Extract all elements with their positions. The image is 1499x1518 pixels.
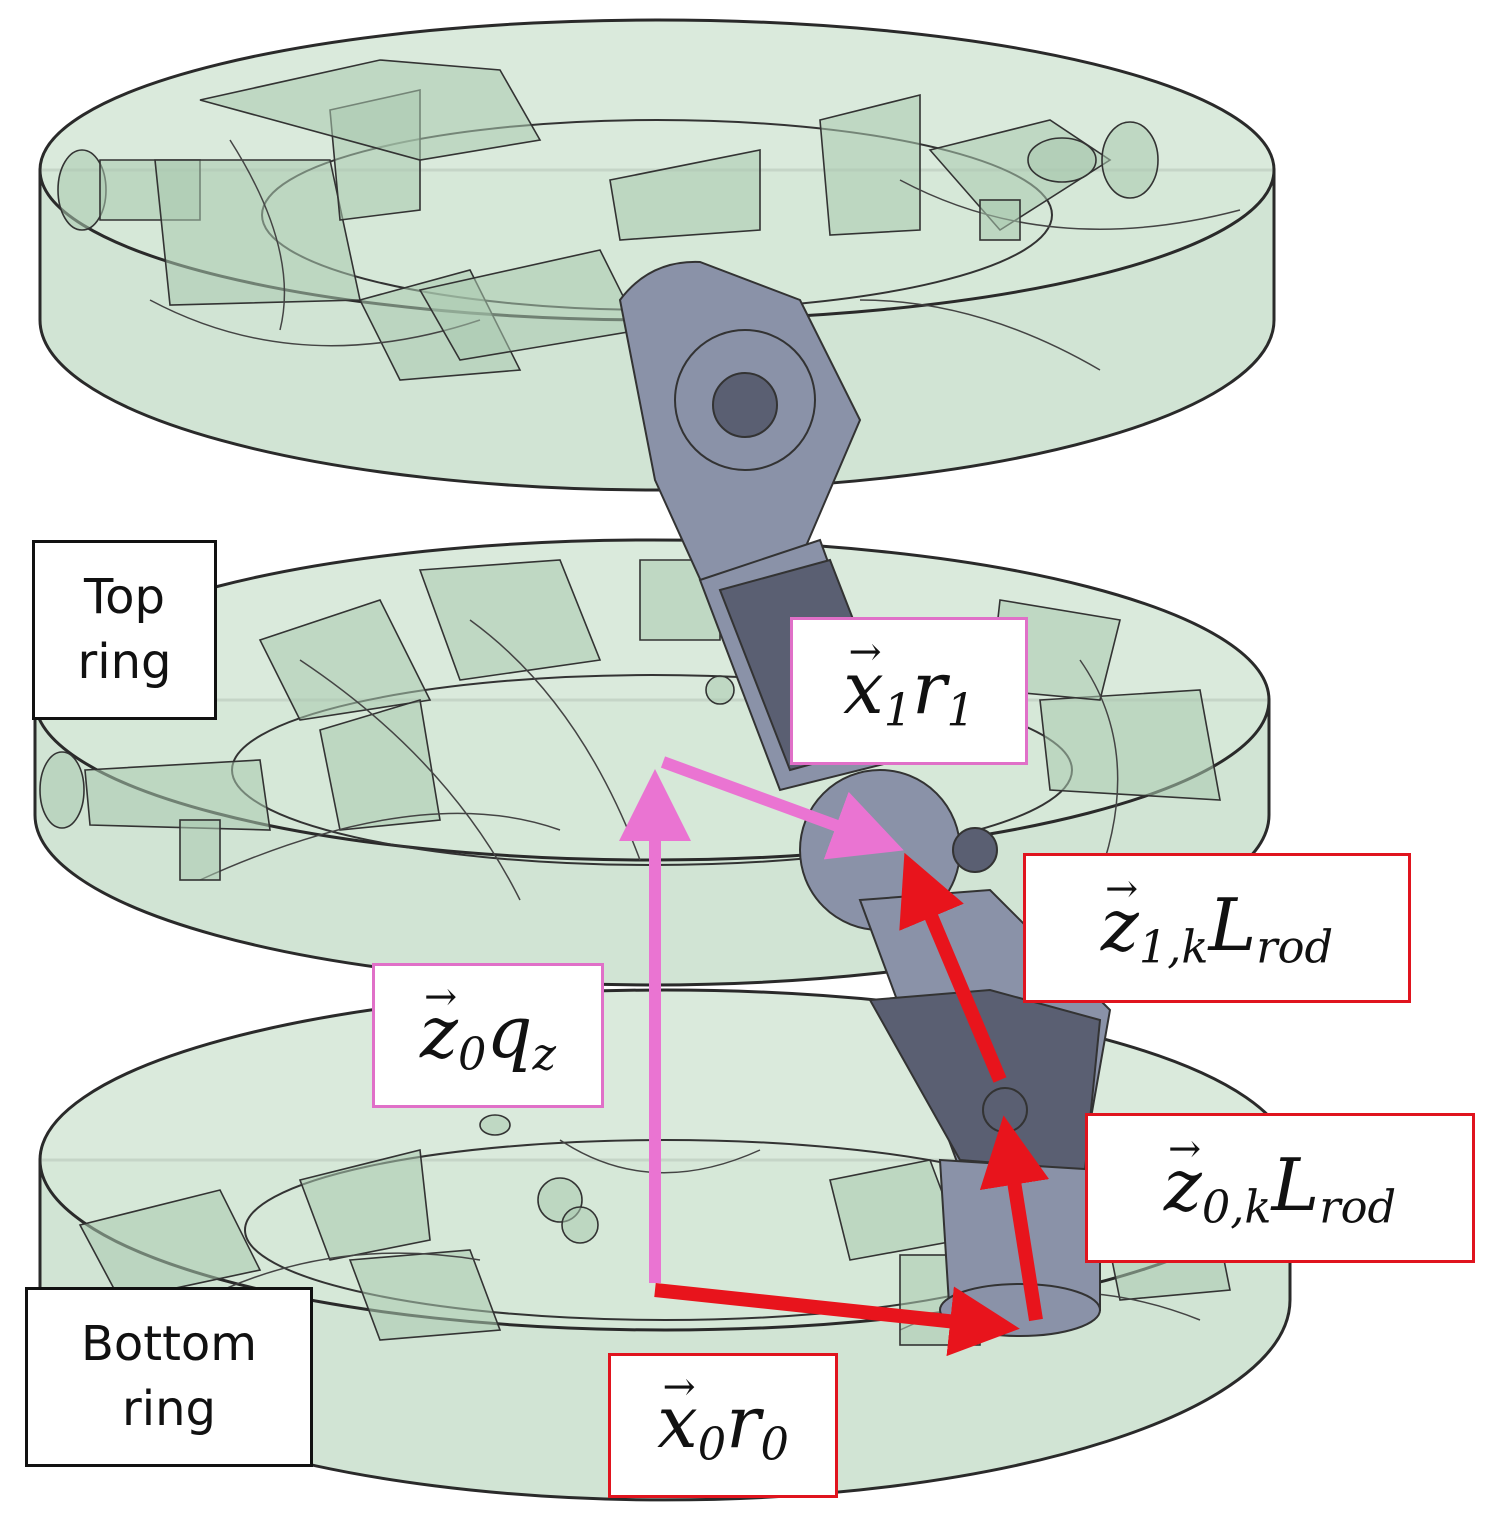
vector-symbol: z [1101,883,1139,967]
vector-symbol: x [657,1380,698,1464]
bottom-ring-label: Bottom ring [25,1287,313,1467]
label-z0k-lrod: z0,kLrod [1085,1113,1475,1263]
label-z1k-lrod: z1,kLrod [1023,853,1411,1003]
vector-arrows [619,756,1050,1357]
scalar-subscript: rod [1319,1181,1397,1234]
scalar-symbol: r [912,645,947,730]
vector-subscript: 1,k [1138,921,1209,974]
vector-subscript: 0,k [1201,1181,1272,1234]
top-ring-label-line1: Top [84,569,165,626]
vector-symbol: z [1164,1143,1202,1227]
arrow-x1-r1 [660,756,904,860]
top-ring-label: Top ring [32,540,217,720]
scalar-symbol: r [726,1380,761,1465]
vector-symbol: x [843,646,884,730]
vector-symbol: z [420,990,458,1074]
bottom-ring-label-line2: ring [122,1381,216,1437]
bottom-ring-label-line1: Bottom [80,1316,258,1373]
label-z0-qz: z0qz [372,963,604,1108]
arrow-z0k-lrod [979,1115,1050,1322]
scalar-symbol: L [1208,882,1257,967]
vector-subscript: 0 [457,1028,487,1081]
math-z0k-lrod: z0,kLrod [1164,1143,1396,1233]
math-z1k-lrod: z1,kLrod [1101,883,1333,973]
arrow-z1k-lrod [899,852,1007,1083]
math-x0-r0: x0r0 [657,1380,789,1470]
math-x1-r1: x1r1 [843,646,975,736]
arrow-x0-r0 [654,1283,1020,1357]
scalar-symbol: q [486,990,533,1075]
label-x0-r0: x0r0 [608,1353,838,1498]
label-x1-r1: x1r1 [790,617,1028,765]
scalar-symbol: L [1271,1142,1320,1227]
math-z0-qz: z0qz [420,990,556,1080]
vector-subscript: 1 [883,684,913,737]
vector-subscript: 0 [697,1418,727,1471]
scalar-subscript: 0 [760,1418,789,1471]
top-ring-label-line2: ring [77,634,172,690]
scalar-subscript: 1 [946,684,975,737]
scalar-subscript: rod [1256,921,1334,974]
scalar-subscript: z [532,1028,556,1081]
